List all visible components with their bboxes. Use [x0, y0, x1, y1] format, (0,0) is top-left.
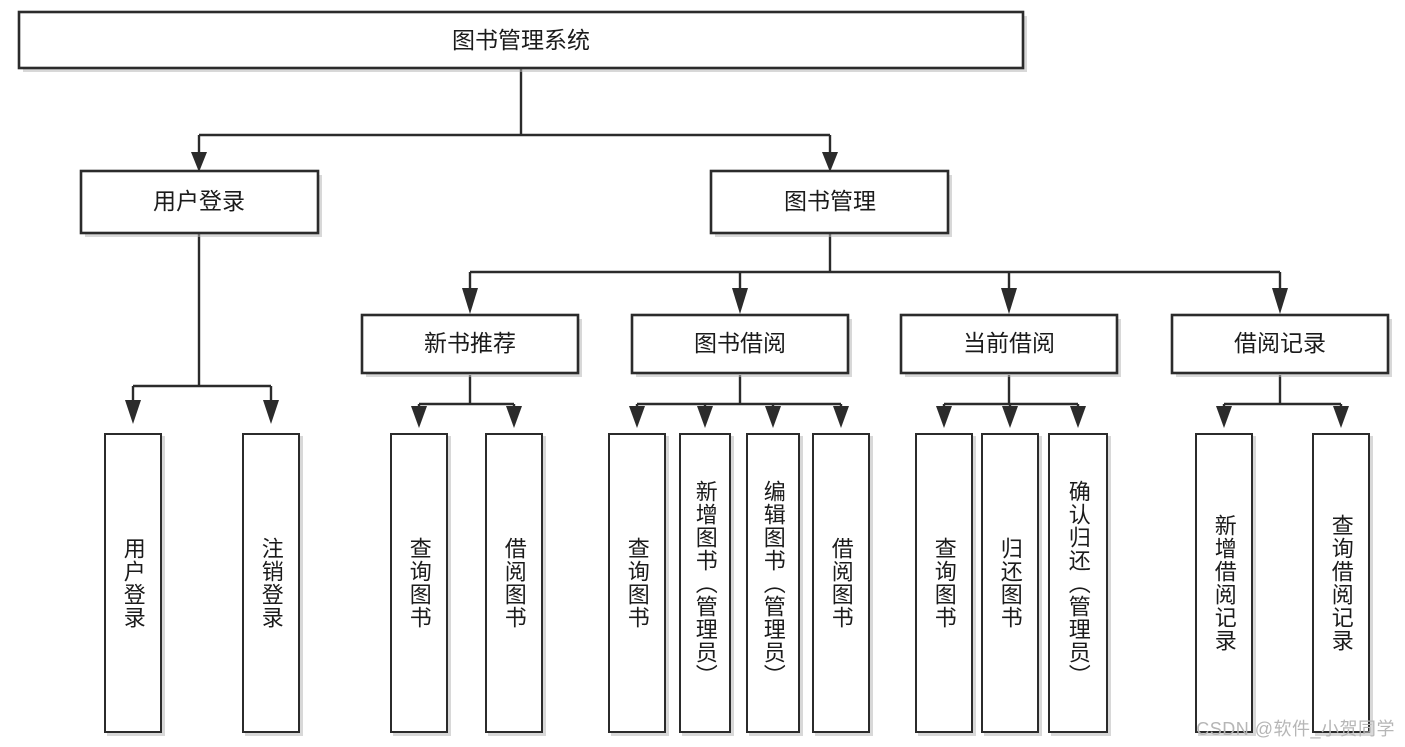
leaf-new-book-borrow-label: 借阅图书 [501, 537, 527, 629]
leaf-borrow-record-add-label: 新增借阅记录 [1211, 514, 1237, 652]
node-book-borrow-label: 图书借阅 [694, 330, 786, 356]
leaf-current-borrow-confirm-label: 确认归还（管理员） [1065, 479, 1091, 687]
leaf-user-login-logout[interactable]: 注销登录 [242, 433, 300, 733]
node-current-borrow-label: 当前借阅 [963, 330, 1055, 356]
leaf-user-login-login-label: 用户登录 [120, 537, 146, 629]
leaf-current-borrow-query[interactable]: 查询图书 [915, 433, 973, 733]
arrow-new-book-leaf1 [411, 406, 427, 428]
node-book-mgmt-label: 图书管理 [784, 188, 876, 214]
node-root-box [17, 10, 1025, 70]
arrow-to-borrow-record [1272, 288, 1288, 314]
node-root-label: 图书管理系统 [452, 27, 590, 53]
arrow-to-new-book [462, 288, 478, 314]
node-new-book-recommend-label: 新书推荐 [424, 330, 516, 356]
node-book-mgmt-box [709, 169, 950, 235]
leaf-borrow-record-add[interactable]: 新增借阅记录 [1195, 433, 1253, 733]
node-current-borrow[interactable]: 当前借阅 [899, 313, 1121, 377]
node-new-book-recommend-box [360, 313, 580, 375]
node-book-borrow-box [630, 313, 850, 375]
arrow-current-borrow-leaf3 [1070, 406, 1086, 428]
node-user-login-label: 用户登录 [153, 188, 245, 214]
node-borrow-record[interactable]: 借阅记录 [1170, 313, 1392, 377]
leaf-borrow-record-query[interactable]: 查询借阅记录 [1312, 433, 1370, 733]
leaf-current-borrow-return[interactable]: 归还图书 [981, 433, 1039, 733]
leaf-book-borrow-query-label: 查询图书 [624, 537, 650, 629]
leaf-new-book-query[interactable]: 查询图书 [390, 433, 448, 733]
node-user-login[interactable]: 用户登录 [79, 169, 322, 237]
leaf-book-borrow-add-label: 新增图书（管理员） [692, 479, 718, 687]
arrow-book-borrow-leaf1 [629, 406, 645, 428]
arrow-user-login-leaf2 [263, 400, 279, 424]
leaf-book-borrow-borrow-label: 借阅图书 [828, 537, 854, 629]
arrow-user-login-leaf1 [125, 400, 141, 424]
node-layer: 图书管理系统 用户登录 图书管理 新书推荐 [17, 10, 1392, 377]
arrow-new-book-leaf2 [506, 406, 522, 428]
leaf-current-borrow-confirm[interactable]: 确认归还（管理员） [1048, 433, 1108, 733]
arrow-current-borrow-leaf1 [936, 406, 952, 428]
leaf-user-login-login[interactable]: 用户登录 [104, 433, 162, 733]
connector-layer [125, 68, 1349, 428]
leaf-book-borrow-add[interactable]: 新增图书（管理员） [679, 433, 731, 733]
arrow-book-borrow-leaf3 [765, 406, 781, 428]
arrow-to-book-borrow [732, 288, 748, 314]
arrow-to-book-mgmt [822, 152, 838, 172]
leaf-new-book-query-label: 查询图书 [406, 537, 432, 629]
arrow-borrow-record-leaf1 [1216, 406, 1232, 428]
node-root[interactable]: 图书管理系统 [17, 10, 1027, 72]
node-current-borrow-box [899, 313, 1119, 375]
node-user-login-box [79, 169, 320, 235]
csdn-watermark: CSDN @软件_小贺同学 [1196, 719, 1395, 739]
leaf-current-borrow-return-label: 归还图书 [997, 537, 1023, 629]
leaf-new-book-borrow[interactable]: 借阅图书 [485, 433, 543, 733]
node-new-book-recommend[interactable]: 新书推荐 [360, 313, 582, 377]
leaf-borrow-record-query-label: 查询借阅记录 [1328, 514, 1354, 652]
arrow-borrow-record-leaf2 [1333, 406, 1349, 428]
leaf-user-login-logout-label: 注销登录 [258, 537, 284, 629]
leaf-book-borrow-edit-label: 编辑图书（管理员） [760, 479, 786, 687]
node-borrow-record-box [1170, 313, 1390, 375]
arrow-book-borrow-leaf4 [833, 406, 849, 428]
node-book-mgmt[interactable]: 图书管理 [709, 169, 952, 237]
leaf-book-borrow-borrow[interactable]: 借阅图书 [812, 433, 870, 733]
arrow-current-borrow-leaf2 [1002, 406, 1018, 428]
arrow-to-user-login [191, 152, 207, 172]
leaf-book-borrow-edit[interactable]: 编辑图书（管理员） [746, 433, 800, 733]
leaf-book-borrow-query[interactable]: 查询图书 [608, 433, 666, 733]
leaf-current-borrow-query-label: 查询图书 [931, 537, 957, 629]
arrow-to-current-borrow [1001, 288, 1017, 314]
node-book-borrow[interactable]: 图书借阅 [630, 313, 852, 377]
node-borrow-record-label: 借阅记录 [1234, 330, 1326, 356]
arrow-book-borrow-leaf2 [697, 406, 713, 428]
